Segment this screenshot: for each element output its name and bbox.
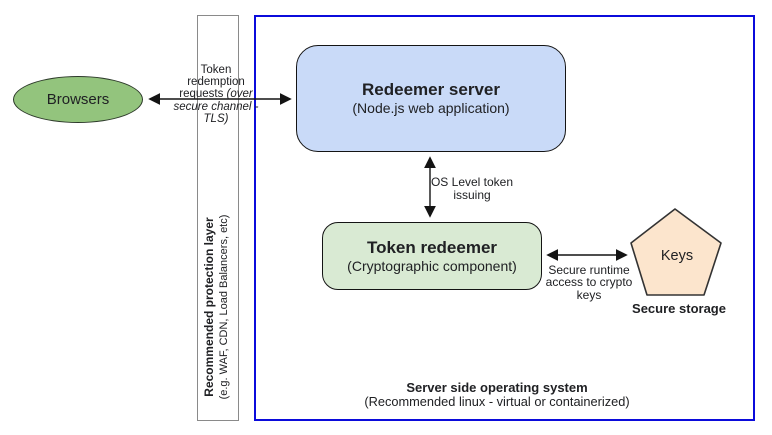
protection-layer-box	[197, 15, 239, 421]
os-system-subtitle: (Recommended linux - virtual or containe…	[364, 394, 630, 409]
protection-layer-subtitle: (e.g. WAF, CDN, Load Balancers, etc)	[218, 214, 230, 400]
protection-layer-label: Recommended protection layer (e.g. WAF, …	[201, 192, 235, 422]
redeemer-server-subtitle: (Node.js web application)	[352, 100, 510, 116]
os-system-title: Server side operating system	[406, 380, 588, 395]
keys-label: Keys	[660, 248, 694, 264]
token-redeemer-box: Token redeemer (Cryptographic component)	[322, 222, 542, 290]
redeemer-server-box: Redeemer server (Node.js web application…	[296, 45, 566, 152]
browsers-label: Browsers	[46, 91, 110, 108]
token-redeemer-subtitle: (Cryptographic component)	[347, 257, 517, 274]
redeemer-server-title: Redeemer server	[362, 80, 500, 99]
secure-runtime-label: Secure runtime access to crypto keys	[545, 263, 633, 302]
os-level-token-label: OS Level token issuing	[430, 175, 514, 202]
token-redemption-label: Token redemption requests (over secure c…	[173, 64, 259, 125]
token-redeemer-title: Token redeemer	[366, 237, 498, 257]
browsers-ellipse: Browsers	[13, 76, 143, 123]
secure-storage-label: Secure storage	[632, 301, 726, 316]
os-system-caption: Server side operating system (Recommende…	[297, 381, 697, 409]
protection-layer-title: Recommended protection layer	[202, 217, 216, 397]
